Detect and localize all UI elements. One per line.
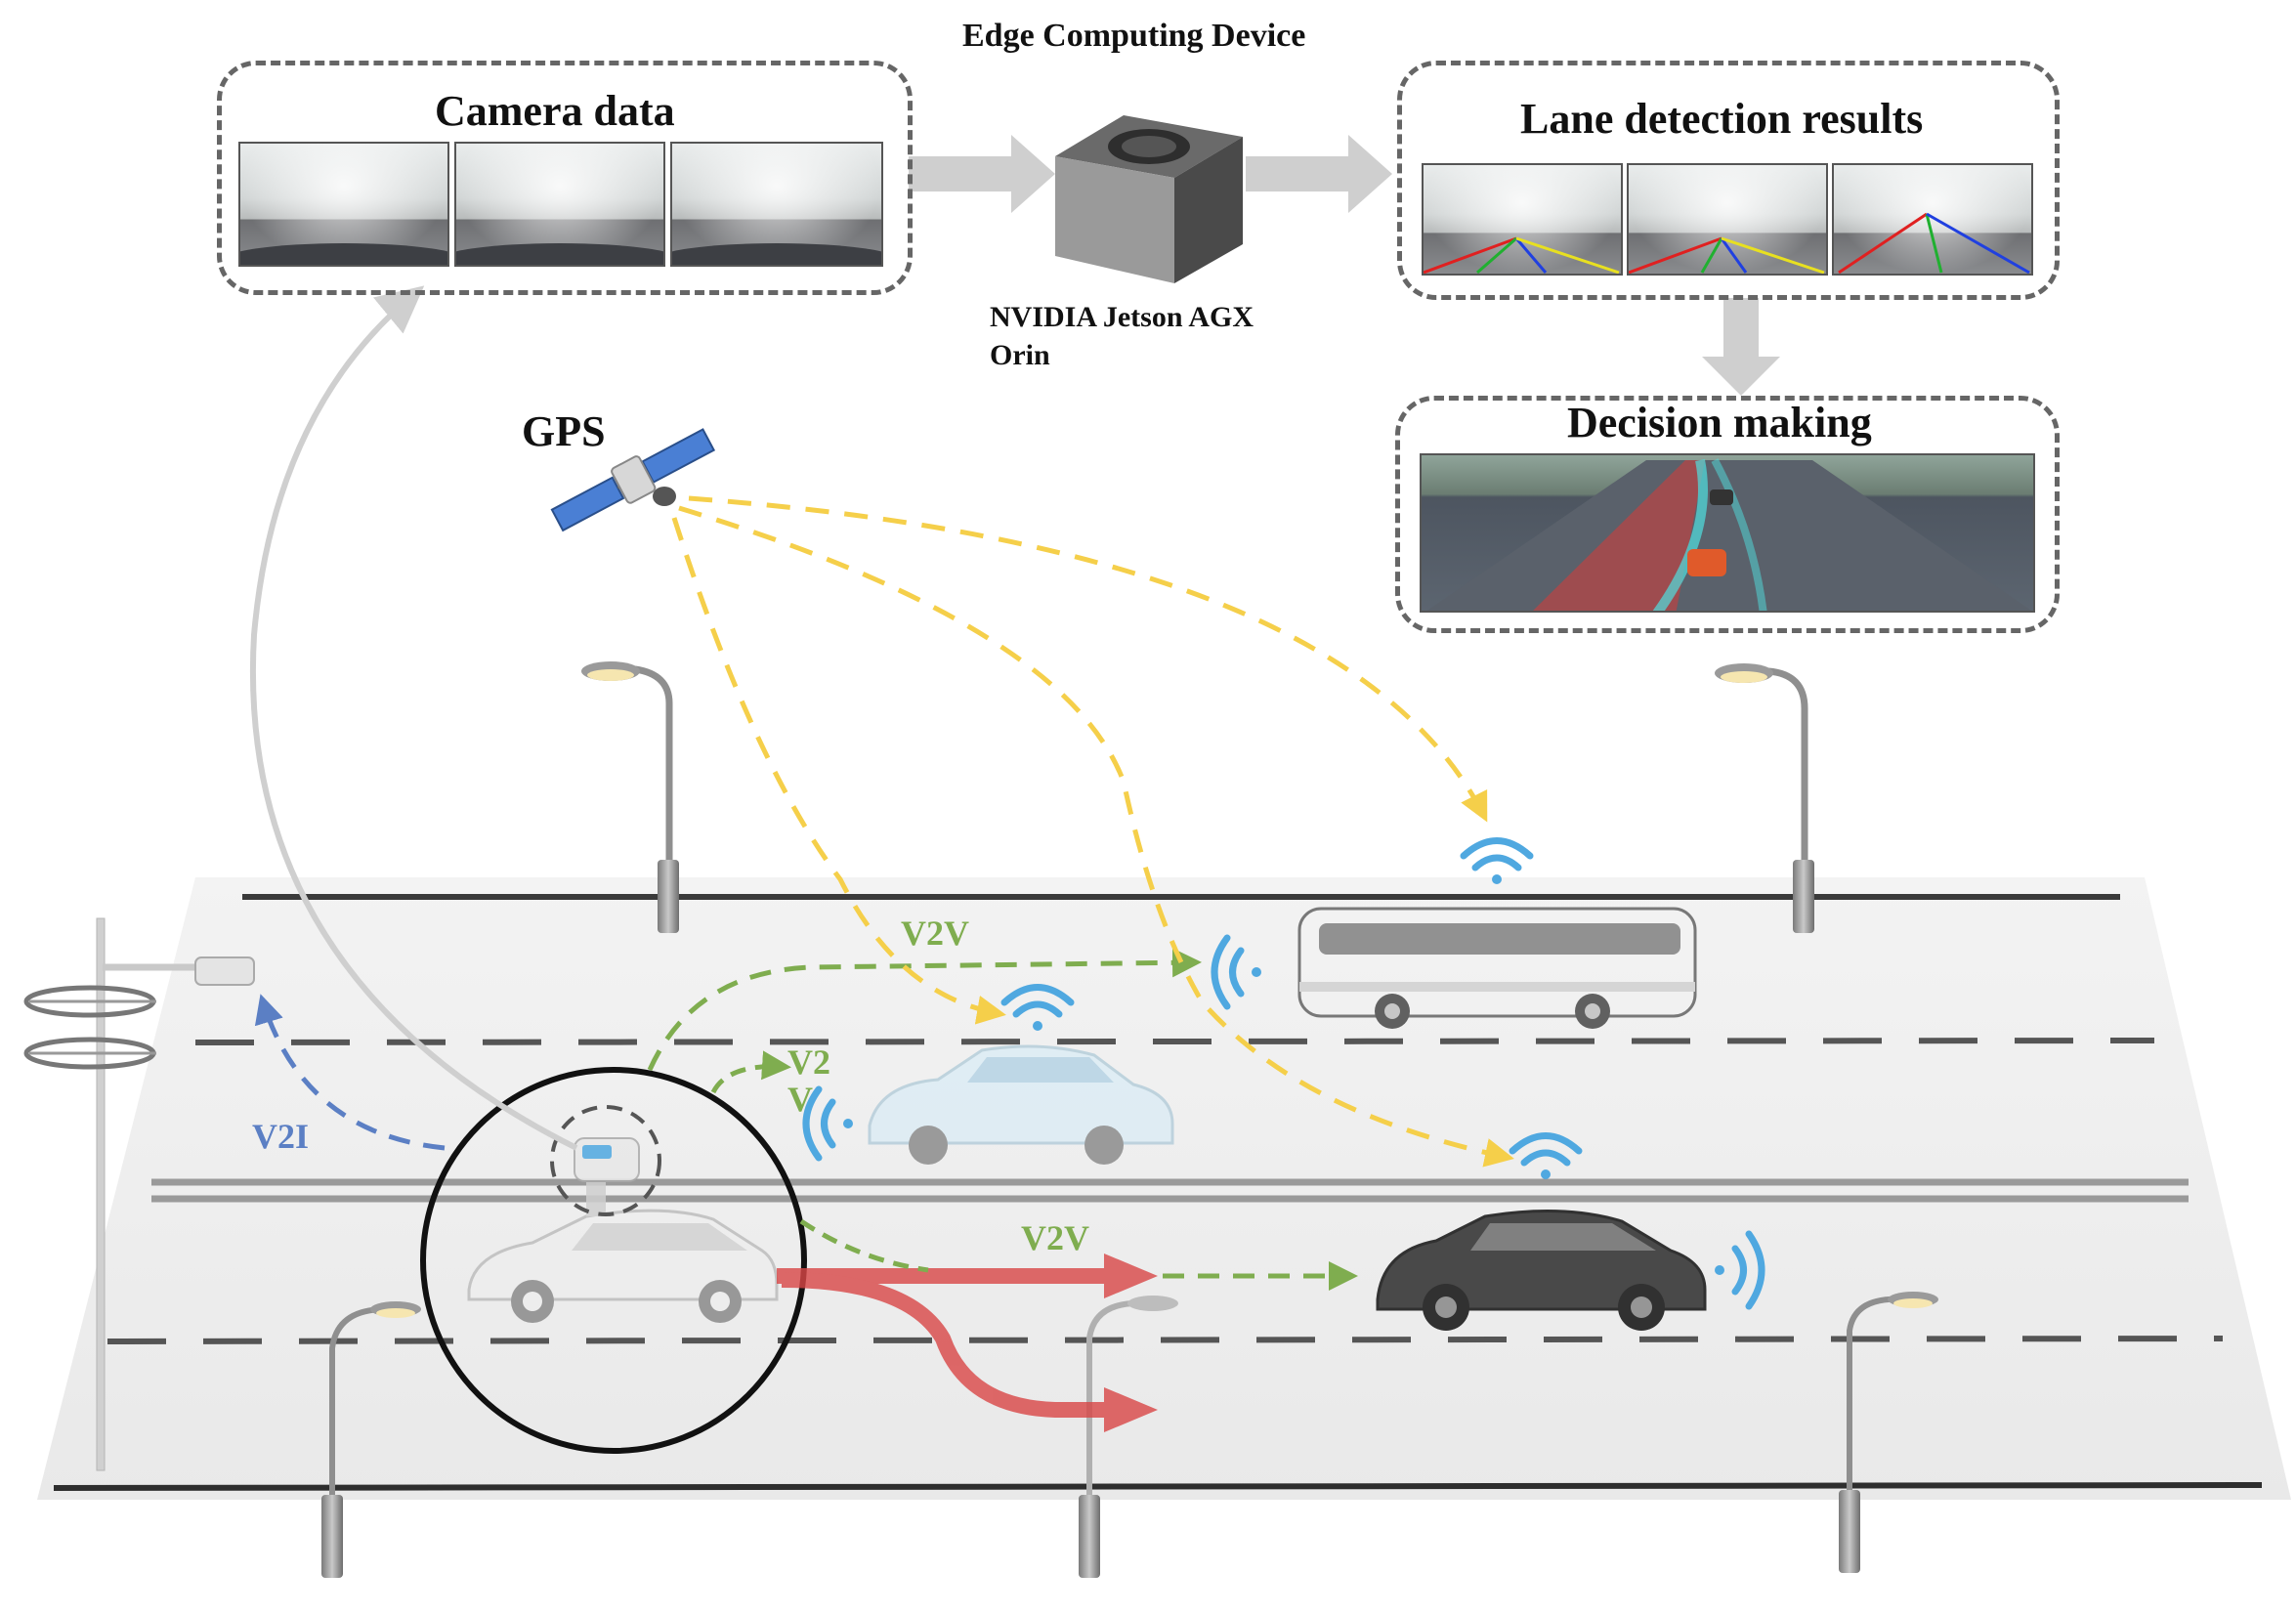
- satellite-icon: [550, 428, 716, 532]
- roadside-unit-icon: [23, 917, 255, 1471]
- camera-data-box: [217, 61, 913, 295]
- edge-device-title: Edge Computing Device: [962, 18, 1306, 54]
- flow-arrows: [909, 135, 1780, 396]
- v2i-arrow: [254, 994, 446, 1151]
- jetson-device-icon: [1055, 115, 1243, 283]
- device-name-line-2: Orin: [990, 339, 1050, 371]
- wifi-icon-car-top: [1000, 984, 1075, 1031]
- lane-thumbnail-3: [1832, 163, 2033, 276]
- v2v-label-mid-2: V: [787, 1080, 813, 1119]
- gps-label: GPS: [522, 407, 606, 455]
- gps-arrows: [671, 495, 1514, 1168]
- decision-making-box: [1395, 396, 2060, 633]
- decision-making-label: Decision making: [1567, 399, 1872, 446]
- device-name-line-1: NVIDIA Jetson AGX: [990, 301, 1254, 333]
- street-lamp-3: [321, 1301, 421, 1578]
- lane-detection-label: Lane detection results: [1520, 95, 1924, 143]
- camera-thumbnail-1: [238, 142, 449, 267]
- street-lamp-4: [1079, 1296, 1178, 1578]
- v2v-label-mid: V2: [787, 1042, 830, 1082]
- wifi-icon-suv-side: [1715, 1230, 1765, 1310]
- wifi-icon-car-side: [802, 1085, 853, 1162]
- camera-to-cloud-arrow: [250, 285, 578, 1151]
- ego-vehicle-highlight-ring: [420, 1067, 807, 1454]
- black-suv-icon: [1376, 1210, 1707, 1331]
- camera-thumbnail-3: [670, 142, 883, 267]
- street-lamp-1: [581, 661, 679, 933]
- wifi-icon-bus-top: [1460, 837, 1534, 884]
- lane-thumbnail-1: [1422, 163, 1623, 276]
- ego-car-icon: [467, 1137, 779, 1323]
- lane-detection-box: [1397, 61, 2060, 300]
- v2v-arrows: [647, 948, 1358, 1291]
- road-surface: [37, 877, 2291, 1500]
- lane-thumbnail-2: [1627, 163, 1828, 276]
- camera-thumbnail-2: [454, 142, 665, 267]
- wifi-icon-bus-side: [1211, 934, 1261, 1010]
- v2v-label-top: V2V: [901, 914, 969, 953]
- street-lamp-2: [1715, 663, 1814, 933]
- v2v-label-bottom: V2V: [1021, 1218, 1089, 1257]
- wifi-icon-suv-top: [1509, 1132, 1583, 1179]
- trajectory-arrows: [777, 1254, 1158, 1432]
- decision-road-image: [1420, 453, 2035, 613]
- blue-car-icon: [868, 1044, 1174, 1165]
- bus-icon: [1297, 907, 1697, 1029]
- camera-highlight-ring: [550, 1105, 661, 1216]
- street-lamp-5: [1839, 1292, 1938, 1573]
- camera-data-label: Camera data: [435, 87, 675, 135]
- v2i-label: V2I: [252, 1117, 310, 1156]
